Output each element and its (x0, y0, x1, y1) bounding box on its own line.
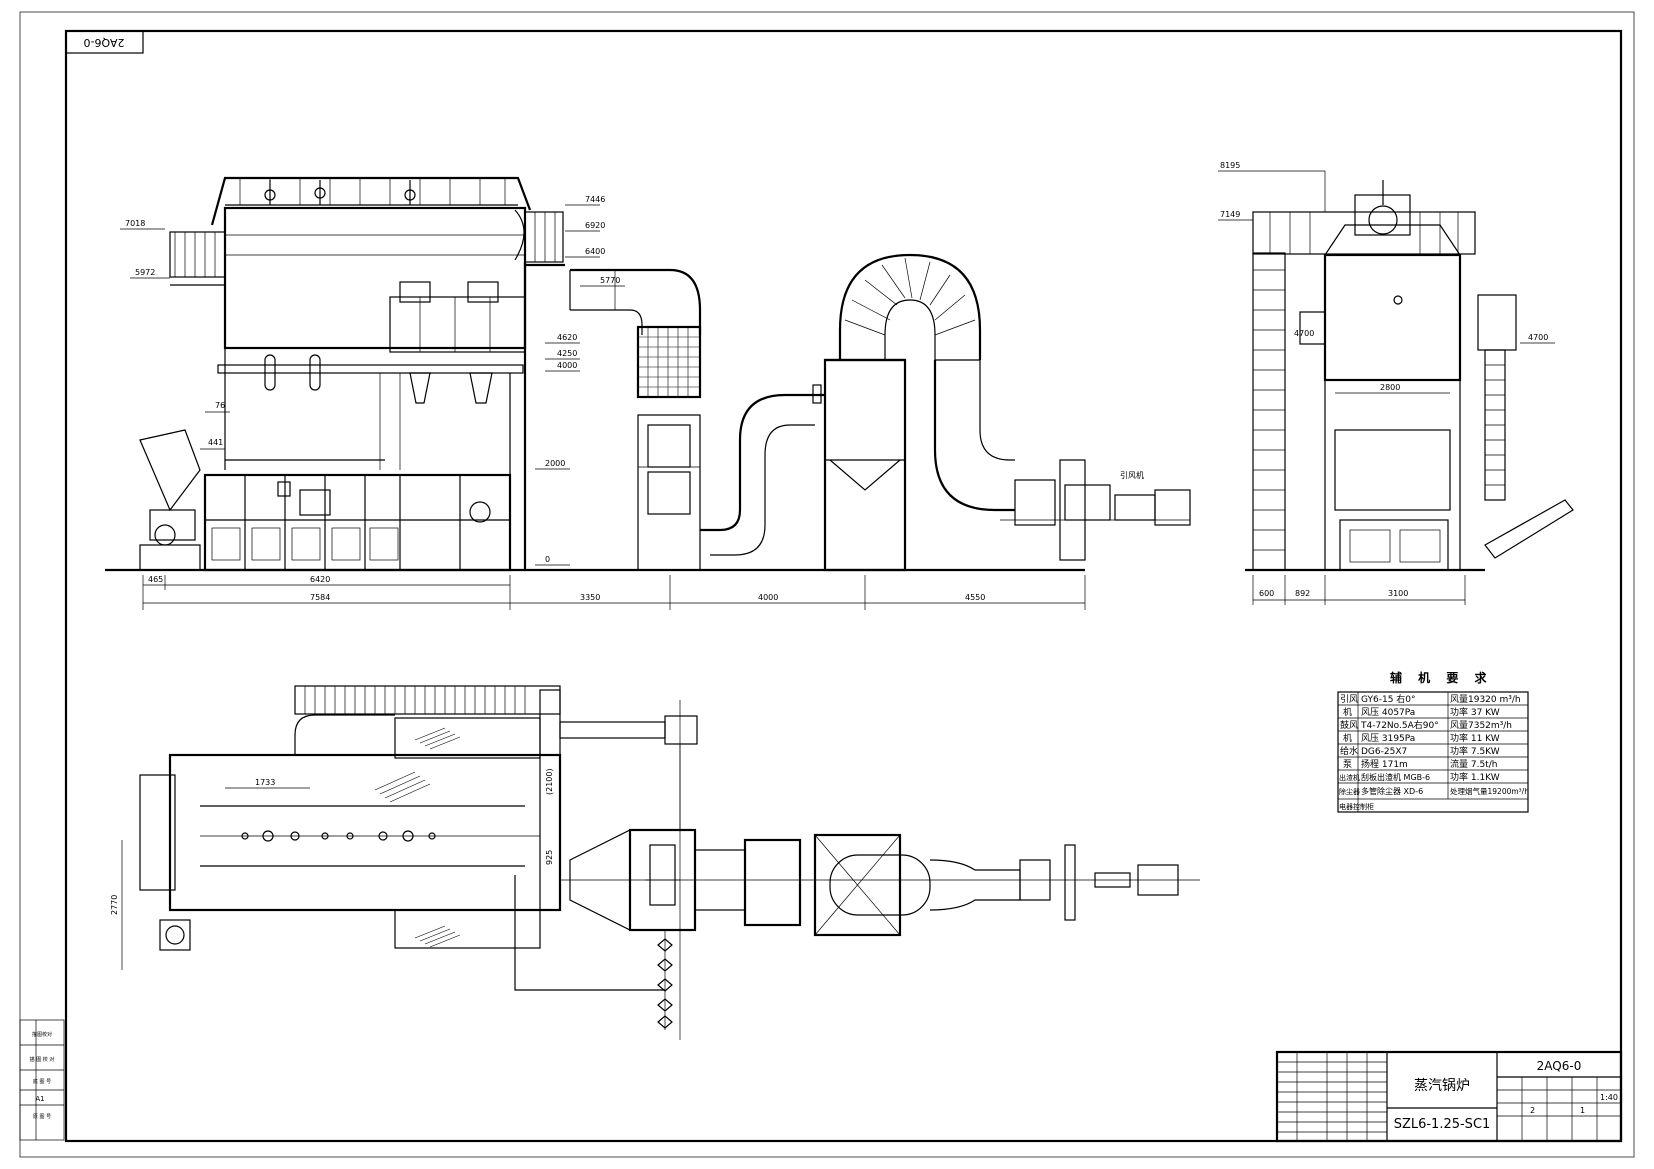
aux-r2-c0: 鼓风 (1340, 719, 1358, 731)
side-dim-892: 892 (1295, 589, 1310, 598)
dim-465: 465 (148, 575, 163, 584)
elev-0: 0 (545, 555, 550, 564)
aux-equipment-table: 辅 机 要 求 引风 GY6-15 右0° 风量19320 m³/h 机 风压 … (1337, 670, 1529, 813)
plan-dim-1733: 1733 (255, 778, 275, 787)
stamp-4: A1 (35, 1095, 44, 1103)
stamp-2: 描 图 校 对 (30, 1056, 55, 1063)
elev-6400: 6400 (585, 247, 605, 256)
front-dimension-chain: 465 6420 7584 3350 4000 4550 (142, 575, 1086, 610)
code-mirror-box: 2AQ6-0 (65, 30, 144, 54)
aux-r0-c1: GY6-15 右0° (1361, 693, 1416, 705)
side-elev-7149: 7149 (1220, 210, 1240, 219)
side-stamp: 描图校对 描 图 校 对 底 图 号 A1 原 图 号 (19, 1019, 65, 1141)
aux-r6-c1: 刮板出渣机 MGB-6 (1361, 772, 1430, 782)
stamp-1: 描图校对 (32, 1031, 52, 1038)
aux-r8-c0: 电器控制柜 (1339, 802, 1374, 811)
plan-dim-2100: (2100) (545, 768, 554, 795)
aux-r5-c2: 流量 7.5t/h (1450, 758, 1497, 770)
title-sheet-total: 2 (1530, 1106, 1535, 1115)
aux-r1-c0: 机 (1343, 706, 1352, 718)
front-elevation-view: 7446 6920 6400 7018 5972 5770 4620 4250 … (105, 176, 1191, 610)
elev-4250: 4250 (557, 349, 577, 358)
aux-r7-c0: 除尘器 (1339, 787, 1360, 796)
title-model: SZL6-1.25-SC1 (1394, 1117, 1491, 1132)
stamp-3: 底 图 号 (33, 1078, 51, 1085)
aux-r3-c0: 机 (1343, 732, 1352, 744)
side-dim-600: 600 (1259, 589, 1274, 598)
plan-view: 1733 (2100) 925 2770 (110, 685, 1200, 1040)
aux-r4-c1: DG6-25X7 (1361, 747, 1407, 757)
aux-r7-c1: 多管除尘器 XD-6 (1361, 786, 1423, 796)
stamp-5: 原 图 号 (33, 1114, 51, 1120)
side-elevation-view: 8195 7149 4700 4700 2800 600 892 3100 (1218, 161, 1574, 605)
dim-441: 441 (208, 438, 223, 447)
code-mirror-text: 2AQ6-0 (84, 36, 125, 49)
plan-dim-925: 925 (545, 850, 554, 865)
side-dim-2800: 2800 (1380, 383, 1400, 392)
inner-border (64, 29, 1623, 1143)
title-code: 2AQ6-0 (1537, 1059, 1582, 1073)
aux-r6-c0: 出渣机 (1339, 773, 1360, 782)
aux-r6-c2: 功率 1.1KW (1450, 771, 1500, 783)
aux-table-title: 辅 机 要 求 (1390, 670, 1493, 685)
side-elev-4700-right: 4700 (1528, 333, 1548, 342)
outer-border (19, 11, 1635, 1158)
title-scale: 1:40 (1600, 1093, 1618, 1102)
aux-r0-c0: 引风 (1340, 694, 1358, 705)
aux-r2-c1: T4-72No.5A右90° (1360, 719, 1439, 731)
plan-dim-2770: 2770 (110, 895, 119, 915)
elev-7018: 7018 (125, 219, 145, 228)
aux-r5-c1: 扬程 171m (1361, 758, 1408, 770)
elev-5972: 5972 (135, 268, 155, 277)
dim-7584: 7584 (310, 593, 330, 602)
elev-4620: 4620 (557, 333, 577, 342)
front-elevation-markers: 7446 6920 6400 7018 5972 5770 4620 4250 … (120, 195, 625, 566)
elev-2000: 2000 (545, 459, 565, 468)
dim-4000: 4000 (758, 593, 778, 602)
aux-r4-c0: 给水 (1340, 745, 1358, 757)
dim-4550: 4550 (965, 593, 985, 602)
title-block: 蒸汽锅炉 SZL6-1.25-SC1 2AQ6-0 1:40 2 1 (1275, 1050, 1623, 1143)
elev-5770: 5770 (600, 276, 620, 285)
aux-r7-c2: 处理烟气量19200m³/h (1450, 786, 1529, 796)
aux-r3-c2: 功率 11 KW (1450, 732, 1500, 744)
elev-6920: 6920 (585, 221, 605, 230)
fan-label: 引风机 (1120, 470, 1144, 480)
title-drawing-name: 蒸汽锅炉 (1414, 1078, 1470, 1094)
aux-r0-c2: 风量19320 m³/h (1450, 694, 1521, 705)
dim-3350: 3350 (580, 593, 600, 602)
dim-6420: 6420 (310, 575, 330, 584)
aux-r2-c2: 风量7352m³/h (1450, 720, 1512, 731)
aux-r1-c2: 功率 37 KW (1450, 706, 1500, 718)
aux-r4-c2: 功率 7.5KW (1450, 745, 1500, 757)
dim-76: 76 (215, 401, 225, 410)
side-dim-3100: 3100 (1388, 589, 1408, 598)
side-elev-4700-left: 4700 (1294, 329, 1314, 338)
aux-r1-c1: 风压 4057Pa (1361, 707, 1415, 718)
aux-r5-c0: 泵 (1343, 759, 1352, 770)
title-sheet-no: 1 (1580, 1106, 1585, 1115)
side-elev-8195: 8195 (1220, 161, 1240, 170)
elev-4000: 4000 (557, 361, 577, 370)
elev-7446: 7446 (585, 195, 605, 204)
aux-r3-c1: 风压 3195Pa (1361, 733, 1415, 744)
